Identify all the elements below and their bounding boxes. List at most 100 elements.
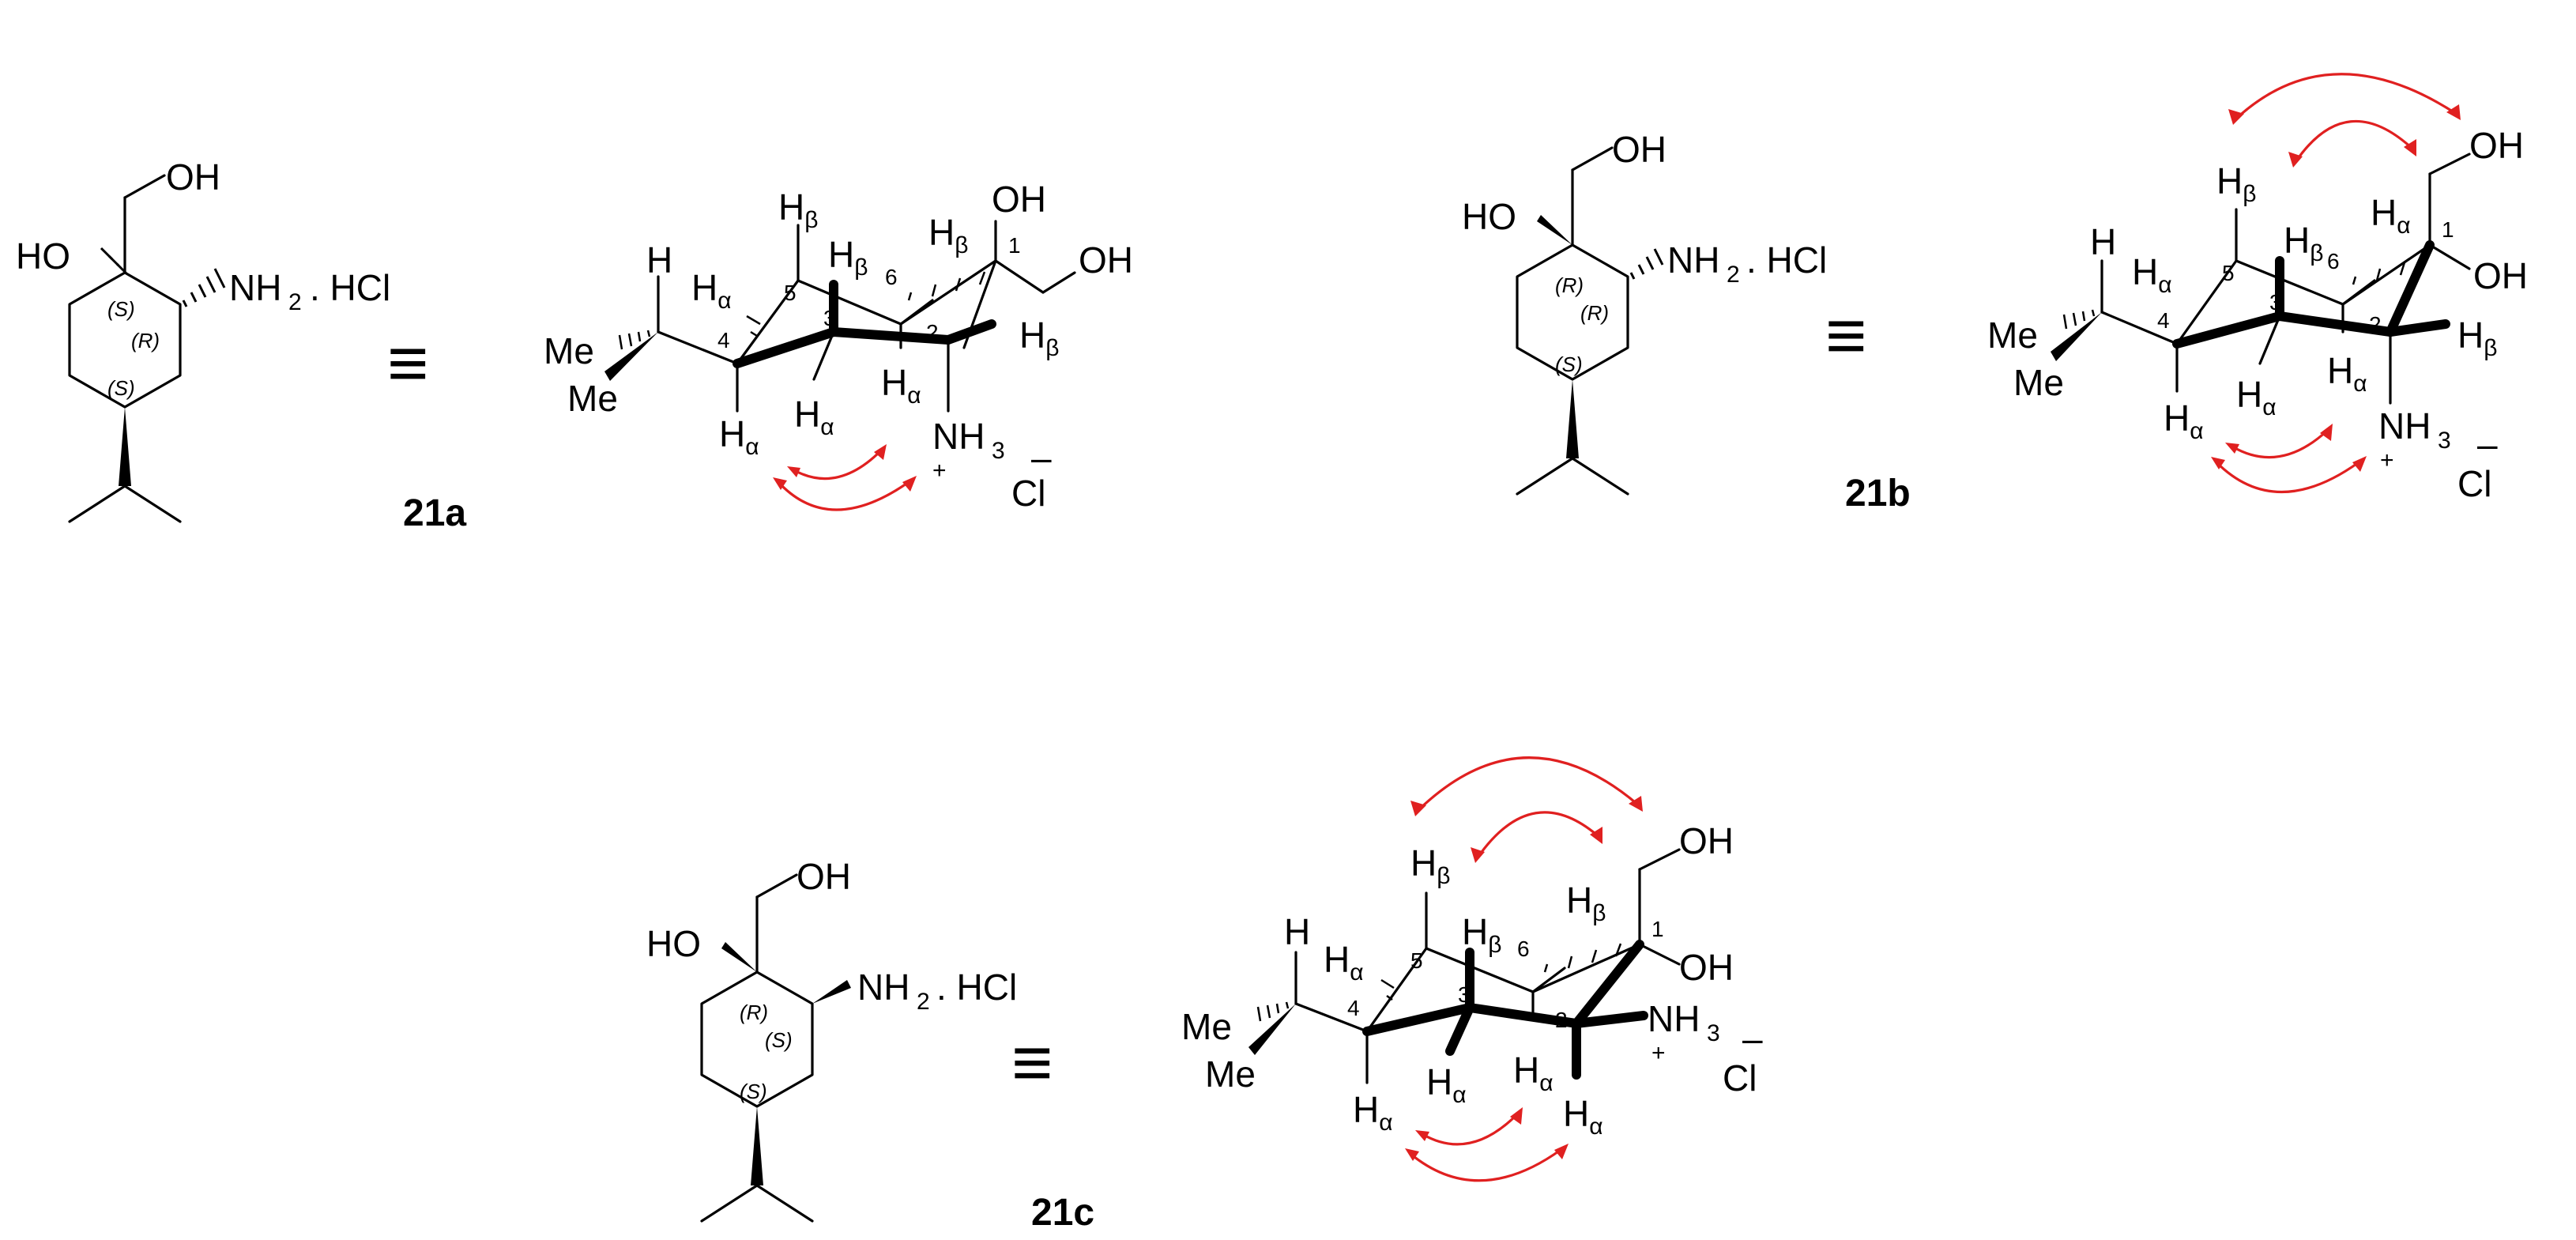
h-alpha-c6: Hα (1513, 1050, 1554, 1096)
cip-c2: (S) (765, 1028, 793, 1052)
c3-number: 3 (1458, 982, 1471, 1007)
h-c4-label: H (646, 239, 672, 281)
oh-label: OH (797, 856, 851, 897)
chair-structure-21b: H Me Me 4 5 3 6 2 1 Hβ Hα Hβ Hα Hα Hα Hα… (1987, 125, 2528, 504)
h-alpha-c5: Hα (1324, 939, 1364, 986)
nh2-subscript: 2 (917, 989, 930, 1015)
minus-charge: – (1031, 437, 1052, 478)
h-beta-c2: Hβ (2457, 315, 2498, 361)
c6-number: 6 (885, 265, 898, 289)
oh-label-c1: OH (1679, 947, 1734, 988)
c6-number: 6 (2327, 249, 2340, 273)
cip-c1: (S) (107, 297, 135, 321)
me-label-2: Me (2013, 362, 2064, 403)
h-beta-c5: Hβ (778, 187, 819, 233)
flat-structure-21a: OH HO NH 2 . HCl (S) (R) (S) (16, 156, 390, 523)
nh3-subscript: 3 (1707, 1020, 1720, 1046)
c5-number: 5 (784, 281, 797, 305)
chair-structure-21c: H Me Me 4 5 3 6 2 1 Hβ Hα Hβ Hβ Hα Hα Hα… (1181, 820, 1763, 1140)
minus-charge: – (2477, 424, 2498, 465)
h-beta-c5: Hβ (2216, 160, 2257, 207)
ho-label: HO (1462, 196, 1516, 237)
nh3-label: NH (1648, 998, 1700, 1039)
h-beta-c6: Hβ (928, 212, 969, 258)
c1-number: 1 (2442, 217, 2454, 242)
h-alpha-c3: Hα (794, 394, 834, 440)
me-label-1: Me (544, 330, 594, 371)
c2-number: 2 (926, 320, 939, 345)
hcl-label: . HCl (310, 267, 390, 308)
noe-arrows-21b (2211, 73, 2461, 493)
cip-c1: (R) (740, 1001, 768, 1024)
h-c4-label: H (1284, 911, 1310, 952)
plus-charge: + (932, 458, 947, 484)
oh-label-c1: OH (992, 179, 1046, 220)
flat-structure-21c: OH HO NH 2 . HCl (R) (S) (S) (646, 856, 1017, 1223)
h-alpha-c4: Hα (719, 413, 759, 460)
compound-21c: OH HO NH 2 . HCl (R) (S) (S) ≡ 21c (646, 756, 1763, 1234)
h-alpha-c4: Hα (1353, 1089, 1393, 1136)
c5-number: 5 (2222, 261, 2235, 285)
h-beta-c3: Hβ (2284, 220, 2324, 266)
me-label-2: Me (567, 378, 618, 419)
nh2-subscript: 2 (1727, 262, 1740, 288)
cip-c4: (S) (740, 1080, 767, 1103)
me-label-1: Me (1987, 315, 2038, 356)
nh3-subscript: 3 (2438, 428, 2451, 454)
c4-number: 4 (2157, 308, 2170, 333)
ho-label: HO (646, 923, 701, 964)
equivalence-sign: ≡ (387, 324, 429, 403)
c4-number: 4 (1347, 996, 1360, 1020)
compound-label-21c: 21c (1031, 1192, 1094, 1234)
oh-label-c1: OH (2473, 255, 2528, 296)
oh-label-ch2: OH (1079, 239, 1133, 281)
h-alpha-c3: Hα (1426, 1061, 1467, 1108)
h-beta-c6: Hα (2371, 192, 2411, 239)
chloride-label: Cl (2457, 463, 2491, 504)
compound-21b: OH HO NH 2 . HCl (R) (R) (S) ≡ 21b (1462, 73, 2528, 514)
cip-c4: (S) (1555, 352, 1583, 376)
noe-arrows-21c (1405, 756, 1643, 1182)
h-beta-c2: Hβ (1019, 315, 1060, 361)
plus-charge: + (2380, 447, 2394, 473)
h-alpha-c3: Hα (2236, 374, 2277, 420)
hcl-label: . HCl (936, 967, 1017, 1008)
noe-arrows-21a (773, 444, 917, 511)
compound-label-21b: 21b (1845, 473, 1911, 514)
c2-number: 2 (2369, 312, 2382, 337)
h-alpha-c6: Hα (2327, 350, 2367, 397)
oh-label: OH (166, 156, 220, 198)
h-alpha-c5: Hα (2132, 251, 2172, 298)
h-alpha-c4: Hα (2164, 398, 2204, 444)
plus-charge: + (1651, 1040, 1666, 1066)
c2-number: 2 (1555, 1008, 1568, 1032)
chair-structure-21a: H Me Me 4 5 3 6 2 1 Hβ Hα Hβ Hβ Hα Hα Hα… (544, 179, 1133, 514)
h-alpha-c2: Hα (1563, 1093, 1603, 1140)
c3-number: 3 (823, 306, 836, 330)
me-label-2: Me (1205, 1053, 1256, 1095)
equivalence-sign: ≡ (1011, 1023, 1053, 1102)
minus-charge: – (1742, 1018, 1763, 1059)
cip-c2: (R) (131, 329, 160, 352)
cip-c2: (R) (1580, 301, 1609, 325)
h-alpha-c6: Hα (881, 362, 921, 409)
nh2-label: NH (1667, 239, 1719, 281)
nh3-label: NH (2378, 405, 2431, 447)
equivalence-sign: ≡ (1825, 296, 1867, 375)
cip-c4: (S) (107, 376, 135, 400)
chloride-label: Cl (1011, 473, 1045, 514)
nh2-label: NH (229, 267, 281, 308)
flat-structure-21b: OH HO NH 2 . HCl (R) (R) (S) (1462, 129, 1827, 496)
h-beta-c3: Hβ (1462, 911, 1502, 958)
h-beta-c6: Hβ (1566, 880, 1606, 926)
c1-number: 1 (1008, 233, 1021, 258)
cip-c1: (R) (1555, 273, 1584, 297)
compound-label-21a: 21a (403, 492, 466, 534)
h-c4-label: H (2090, 221, 2116, 262)
c5-number: 5 (1410, 948, 1423, 973)
oh-label-ch2: OH (2469, 125, 2524, 166)
h-alpha-c5: Hα (691, 267, 732, 314)
nh3-subscript: 3 (992, 438, 1005, 464)
h-beta-c3: Hβ (828, 234, 868, 281)
